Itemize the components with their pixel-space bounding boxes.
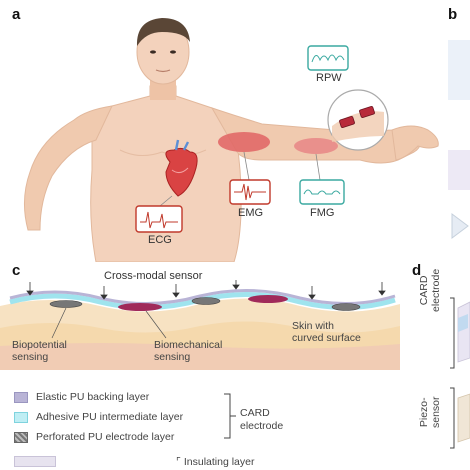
- left-eye: [150, 50, 156, 54]
- card-bracket: [224, 393, 236, 439]
- hair: [136, 18, 190, 46]
- rpw-sensor-pad-1: [339, 116, 355, 128]
- panel-d-letter: d: [412, 262, 422, 279]
- legend-perforated: Perforated PU electrode layer: [14, 431, 174, 443]
- heart-icon: [165, 139, 198, 197]
- right-eye: [170, 50, 176, 54]
- skin-line-1: Skin with: [292, 320, 335, 332]
- ecg-waveform: [140, 211, 178, 229]
- biomechanical-leader: [145, 310, 167, 339]
- panel-b-chevron: [451, 213, 469, 239]
- fmg-muscle-patch: [294, 138, 338, 154]
- insulating-text: Insulating layer: [183, 456, 255, 468]
- sensor-pad-2: [248, 295, 288, 303]
- skin-layer-deep: [0, 343, 400, 370]
- panel-d-shape-3: [457, 393, 470, 443]
- emg-muscle-patch: [218, 132, 270, 152]
- legend-elastic: Elastic PU backing layer: [14, 391, 149, 403]
- emg-waveform: [234, 183, 266, 201]
- adhesive-swatch: [14, 411, 28, 423]
- biomechanical-line-2: sensing: [154, 351, 191, 363]
- panel-c-letter: c: [12, 262, 21, 279]
- panel-d-card-line-2: electrode: [430, 268, 442, 312]
- panel-d-bracket-1: [450, 297, 455, 369]
- panel-b-letter: b: [448, 6, 458, 23]
- emg-monitor: [229, 179, 271, 205]
- panel-a-letter: a: [12, 6, 21, 23]
- electrode-pad-1: [49, 300, 83, 308]
- panel-b-edge-2: [448, 150, 470, 190]
- backing-layer: [9, 288, 396, 306]
- ecg-label: ECG: [148, 234, 172, 246]
- panel-d-graphics: [450, 297, 470, 449]
- left-arm: [24, 105, 113, 231]
- body-illustration: [24, 18, 470, 262]
- card-line-1: CARD: [240, 407, 270, 419]
- panel-d-piezo-sensor: Piezo- sensor: [418, 396, 442, 428]
- fmg-waveform: [303, 189, 341, 195]
- biopotential-label: Biopotential sensing: [12, 339, 67, 363]
- panel-d-shape-1: [457, 301, 470, 363]
- legend-perforated-label: Perforated PU electrode layer: [36, 431, 175, 443]
- legend-insulating-row: [14, 456, 64, 467]
- rpw-waveform: [311, 54, 345, 63]
- rpw-sensor-pad-2: [359, 106, 375, 118]
- electrode-pad-2: [191, 297, 221, 305]
- fmg-connector: [315, 153, 321, 181]
- elastic-swatch: [14, 391, 28, 403]
- mouth: [155, 69, 171, 73]
- sensor-pad-1: [118, 303, 162, 311]
- skin-cross-section: [0, 280, 400, 370]
- panel-d-piezo-line-2: sensor: [430, 396, 442, 428]
- panel-d-card-electrode: CARD electrode: [418, 269, 442, 312]
- card-line-2: electrode: [240, 420, 284, 432]
- rpw-label: RPW: [316, 72, 342, 84]
- skin-label: Skin with curved surface: [292, 320, 361, 344]
- right-hand: [391, 125, 439, 161]
- fmg-monitor: [299, 179, 345, 205]
- card-electrode-label: CARD electrode: [240, 407, 283, 433]
- rpw-monitor: [307, 45, 349, 71]
- panel-d-piezo-line-1: Piezo-: [418, 397, 430, 428]
- insulating-swatch: [14, 456, 56, 467]
- ecg-connector: [159, 195, 173, 207]
- panel-b-edge-1: [448, 40, 470, 100]
- biomechanical-label: Biomechanical sensing: [154, 339, 222, 363]
- pressure-arrows: [26, 280, 386, 300]
- legend-adhesive: Adhesive PU intermediate layer: [14, 411, 183, 423]
- legend-elastic-label: Elastic PU backing layer: [36, 391, 150, 403]
- insulating-label: ⌜ Insulating layer: [176, 456, 254, 468]
- emg-connector: [243, 151, 250, 181]
- legend-adhesive-label: Adhesive PU intermediate layer: [36, 411, 184, 423]
- panel-d-bracket-2: [450, 387, 455, 449]
- cross-modal-label: Cross-modal sensor: [104, 270, 203, 282]
- panel-d-card-line-1: CARD: [418, 275, 430, 306]
- panel-d-shape-2: [458, 314, 468, 332]
- perforated-swatch: [14, 431, 28, 443]
- biopotential-line-2: sensing: [12, 351, 49, 363]
- biomechanical-line-1: Biomechanical: [154, 339, 223, 351]
- ecg-monitor: [135, 205, 183, 233]
- biopotential-leader: [51, 307, 67, 339]
- insulating-bracket: ⌜: [176, 456, 181, 468]
- fmg-label: FMG: [310, 207, 335, 219]
- skin-line-2: curved surface: [292, 332, 361, 344]
- biopotential-line-1: Biopotential: [12, 339, 67, 351]
- electrode-pad-3: [331, 303, 361, 311]
- emg-label: EMG: [238, 207, 264, 219]
